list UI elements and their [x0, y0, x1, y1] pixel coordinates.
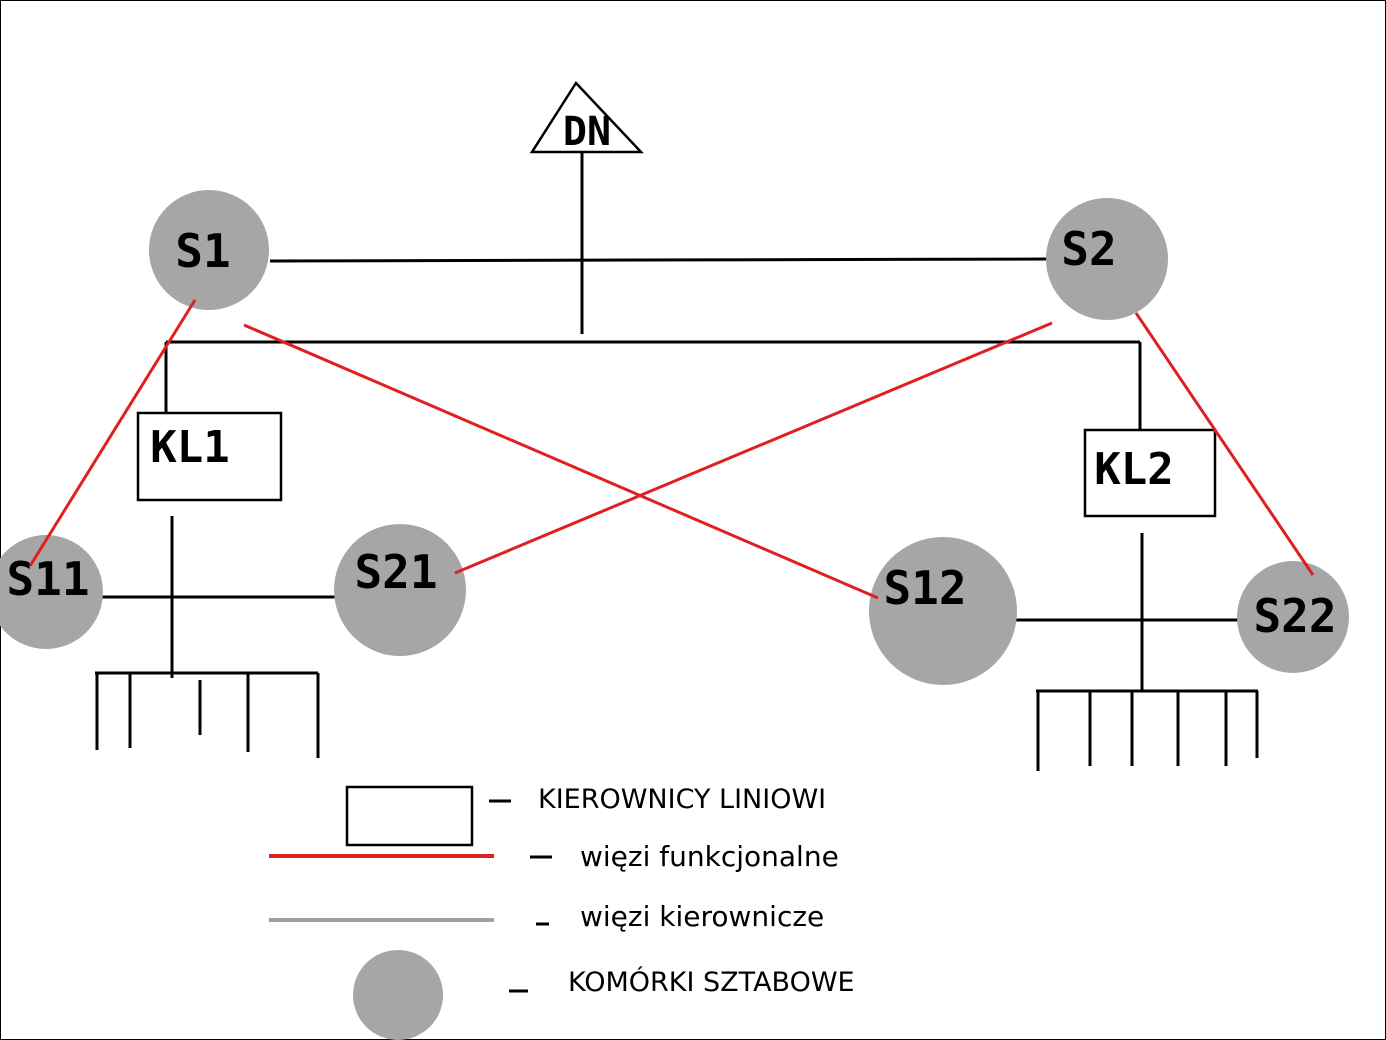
kl1-label: KL1	[150, 422, 229, 473]
s2-s21-functional-line	[454, 321, 1053, 575]
s2-s22-functional-line	[1134, 312, 1315, 576]
kl1-box	[136, 411, 283, 502]
s1-label: S1	[175, 224, 230, 278]
s21-label: S21	[354, 545, 437, 599]
legend-line-managers: KIEROWNICY LINIOWI	[538, 784, 826, 815]
s1-s12-functional-line	[243, 323, 879, 600]
legend-management-links: więzi kierownicze	[580, 900, 824, 933]
s1-circle	[149, 190, 269, 310]
s12-label: S12	[883, 561, 966, 615]
s12-circle	[869, 537, 1017, 685]
s22-label: S22	[1253, 589, 1336, 643]
kl2-box	[1083, 428, 1217, 518]
s1-s2-line	[269, 257, 1049, 263]
dn-label: DN	[563, 109, 611, 155]
legend-staff-cells: KOMÓRKI SZTABOWE	[568, 966, 855, 998]
s2-label: S2	[1061, 222, 1116, 276]
s21-circle	[334, 524, 466, 656]
functional-lines	[28, 299, 1315, 600]
kl2-label: KL2	[1094, 444, 1173, 495]
staff-cells	[0, 190, 1349, 685]
s1-s11-functional-line	[28, 299, 197, 567]
management-lines	[92, 152, 1259, 771]
s11-circle	[0, 535, 103, 649]
legend: KIEROWNICY LINIOWI więzi funkcjonalne wi…	[269, 784, 855, 1040]
s11-label: S11	[6, 552, 89, 606]
legend-functional-links: więzi funkcjonalne	[580, 840, 839, 873]
legend-box-icon	[345, 785, 474, 847]
dn-triangle	[529, 80, 644, 154]
s22-circle	[1237, 561, 1349, 673]
legend-staff-circle-icon	[353, 950, 443, 1040]
s2-circle	[1046, 198, 1168, 320]
